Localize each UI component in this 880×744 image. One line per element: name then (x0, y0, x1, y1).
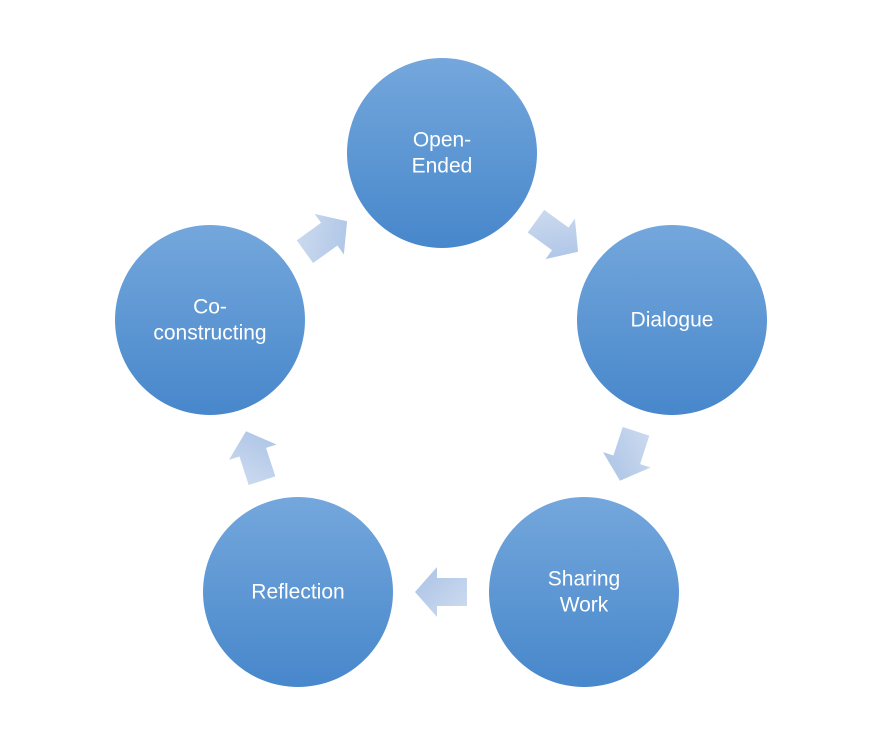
node-label: Reflection (251, 581, 344, 604)
arrows-layer (228, 209, 651, 617)
node-circle (489, 497, 679, 687)
node-open-ended: Open- Ended (347, 58, 537, 248)
arrow-co-constructing-to-open-ended (296, 213, 348, 264)
node-reflection: Reflection (203, 497, 393, 687)
arrow-dialogue-to-sharing-work (602, 426, 651, 481)
node-label: Open- (413, 129, 471, 152)
node-circle (115, 225, 305, 415)
node-dialogue: Dialogue (577, 225, 767, 415)
node-label: Ended (412, 155, 473, 178)
node-label: Dialogue (631, 309, 714, 332)
node-circle (347, 58, 537, 248)
node-label: Sharing (548, 568, 620, 591)
node-label: constructing (153, 322, 266, 345)
node-co-constructing: Co-constructing (115, 225, 305, 415)
arrow-sharing-work-to-reflection (415, 567, 467, 617)
arrow-reflection-to-co-constructing (228, 431, 277, 486)
node-label: Work (560, 594, 609, 617)
node-circle (203, 497, 393, 687)
arrow-open-ended-to-dialogue (527, 209, 579, 260)
node-label: Co- (193, 296, 227, 319)
node-circle (577, 225, 767, 415)
